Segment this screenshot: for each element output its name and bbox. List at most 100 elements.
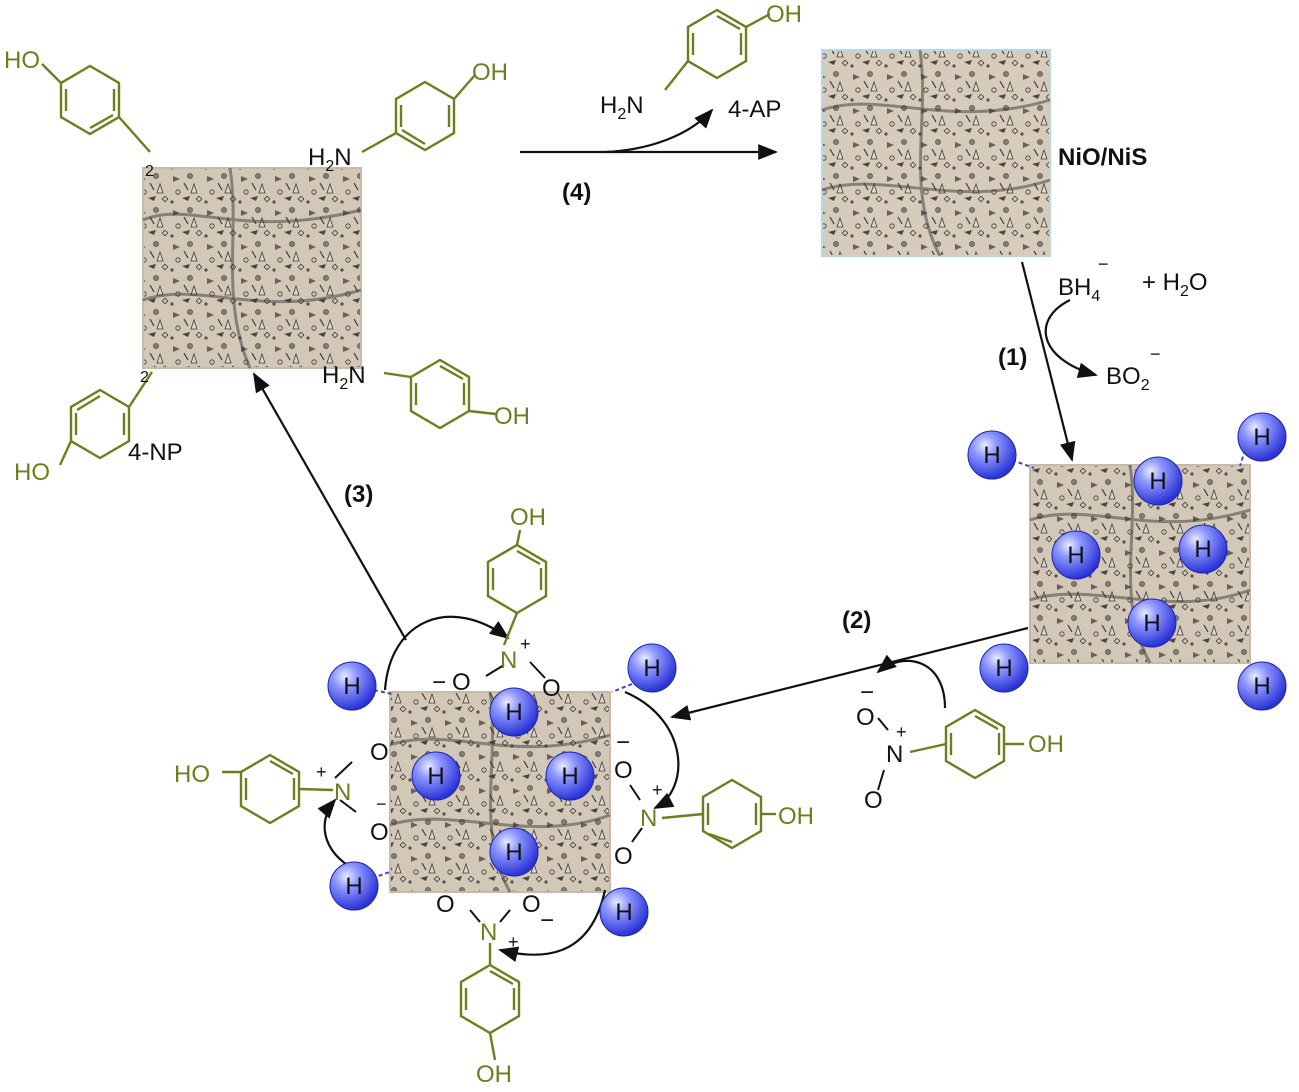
hydrogen-atom-3: H (1133, 456, 1183, 506)
hydrogen-atom-14: H (489, 827, 539, 877)
label-bo2-charge: − (1150, 344, 1161, 364)
hydrogen-atom-label: H (427, 763, 444, 790)
hydrogen-atom-label: H (345, 873, 362, 900)
hydrogen-atom-13: H (545, 751, 595, 801)
hydrogen-atom-label: H (615, 899, 632, 926)
label-o-bottom-top-right: O (542, 675, 561, 702)
arrow-step1 (1020, 261, 1076, 462)
label-o-free-bottom: O (864, 787, 883, 814)
hydrogen-atom-label: H (983, 442, 1000, 469)
label-bo2: BO2 (1106, 363, 1150, 394)
arrow-h-transfer-right (624, 690, 680, 809)
label-o-free-top: O (856, 704, 875, 731)
hydrogen-atom-16: H (599, 887, 649, 937)
hydrogen-atom-label: H (995, 655, 1012, 682)
label-n-left: N (334, 779, 351, 806)
label-oh-top-right: OH (472, 59, 508, 86)
label-4np: 4-NP (128, 439, 183, 466)
arrow-h-transfer-topleft (383, 615, 510, 691)
label-o-bottom-left: O (436, 891, 455, 918)
label-oh-free: OH (1028, 731, 1064, 758)
label-water: + H2O (1142, 269, 1208, 300)
label-step3: (3) (344, 481, 373, 508)
hydrogen-atom-label: H (505, 699, 522, 726)
label-minus-bottom-top: − (432, 669, 446, 696)
catalyst-tile-top-right (821, 49, 1051, 257)
hydrogen-atom-label: H (1253, 673, 1270, 700)
arrow-h-transfer-left (317, 798, 356, 871)
label-plus-left: + (316, 762, 327, 782)
hydrogen-atom-label: H (1149, 468, 1166, 495)
label-oh-bottom: OH (476, 1061, 512, 1087)
label-o-bottom-right: O (522, 891, 541, 918)
label-plus-bottom-top: + (520, 634, 531, 654)
nitro-bonds (334, 661, 889, 923)
hydrogen-atom-label: H (643, 655, 660, 682)
label-o-right-bottom: O (614, 843, 633, 870)
hydrogen-atom-2: H (1237, 412, 1287, 462)
arrow-4np-in (876, 654, 947, 709)
hydrogen-atom-15: H (329, 861, 379, 911)
reaction-arrows (253, 108, 1098, 963)
label-h2n-4ap: H2N (600, 92, 644, 123)
hydrogen-atom-label: H (1067, 542, 1084, 569)
label-bh4-charge: − (1098, 254, 1109, 274)
hydrogen-atom-label: H (1194, 536, 1211, 563)
label-plus-free: + (896, 722, 907, 742)
arrow-4ap-release (604, 108, 714, 154)
label-bh4: BH4 (1058, 274, 1100, 305)
label-step4: (4) (562, 179, 591, 206)
hydrogen-atom-1: H (967, 430, 1017, 480)
label-oh-4ap: OH (766, 1, 802, 28)
label-n-free: N (886, 741, 903, 768)
hydrogen-atom-label: H (1253, 424, 1270, 451)
label-minus-right: − (616, 729, 630, 756)
hydrogen-atom-label: H (1143, 610, 1160, 637)
hydrogen-atom-8: H (1237, 661, 1287, 711)
arrow-step2 (670, 626, 1029, 721)
hydrogen-atom-label: H (561, 763, 578, 790)
label-oh-bottom-top: OH (510, 504, 546, 531)
label-ho-bottom-left: HO (14, 459, 50, 486)
arrow-h-transfer-bottom (498, 889, 607, 963)
hydrogen-atom-10: H (627, 643, 677, 693)
hydrogen-atom-11: H (489, 687, 539, 737)
label-minus-left: − (376, 794, 387, 814)
label-o-bottom-top-left: O (452, 669, 471, 696)
hydrogen-atom-label: H (505, 839, 522, 866)
label-n-bottom-top: N (500, 647, 517, 674)
text-labels: OH H2N 4-AP (4) NiO/NiS HO 2 OH H2N 2 H2… (4, 1, 1208, 1088)
label-ho-top-left: HO (4, 47, 40, 74)
label-minus-bottom: − (540, 907, 554, 934)
label-step1: (1) (998, 344, 1027, 371)
hydrogen-atom-6: H (1127, 598, 1177, 648)
label-h2n-bottom-right: H2N (322, 362, 366, 393)
label-o-left-top: O (370, 739, 389, 766)
hydrogen-atom-5: H (1178, 524, 1228, 574)
label-h2n-top-right: H2N (308, 144, 352, 175)
label-n-right: N (640, 805, 657, 832)
label-step2: (2) (842, 607, 871, 634)
hydrogen-atoms: H H H H H H H H H H H H H H H H (327, 412, 1287, 937)
hydrogen-tether-4 (611, 683, 633, 693)
label-oh-right: OH (778, 803, 814, 830)
hydrogen-atom-7: H (979, 643, 1029, 693)
hydrogen-tether-3 (373, 689, 393, 695)
hydrogen-atom-12: H (411, 751, 461, 801)
label-ho-bottom-left-mol: HO (174, 761, 210, 788)
label-plus-right: + (652, 780, 663, 800)
hydrogen-atom-label: H (343, 673, 360, 700)
catalyst-tile-top-left (142, 167, 362, 369)
arrow-bh4-in (1044, 299, 1098, 379)
label-nh2-bottom-left: 2 (140, 369, 149, 386)
label-minus-free: − (860, 679, 874, 706)
label-catalyst: NiO/NiS (1058, 144, 1147, 171)
arrow-step3 (253, 372, 407, 641)
label-plus-bottom: + (508, 932, 519, 952)
hydrogen-atom-9: H (327, 661, 377, 711)
label-o-left-bottom: O (370, 819, 389, 846)
label-n-bottom: N (480, 919, 497, 946)
label-4ap: 4-AP (728, 96, 781, 123)
